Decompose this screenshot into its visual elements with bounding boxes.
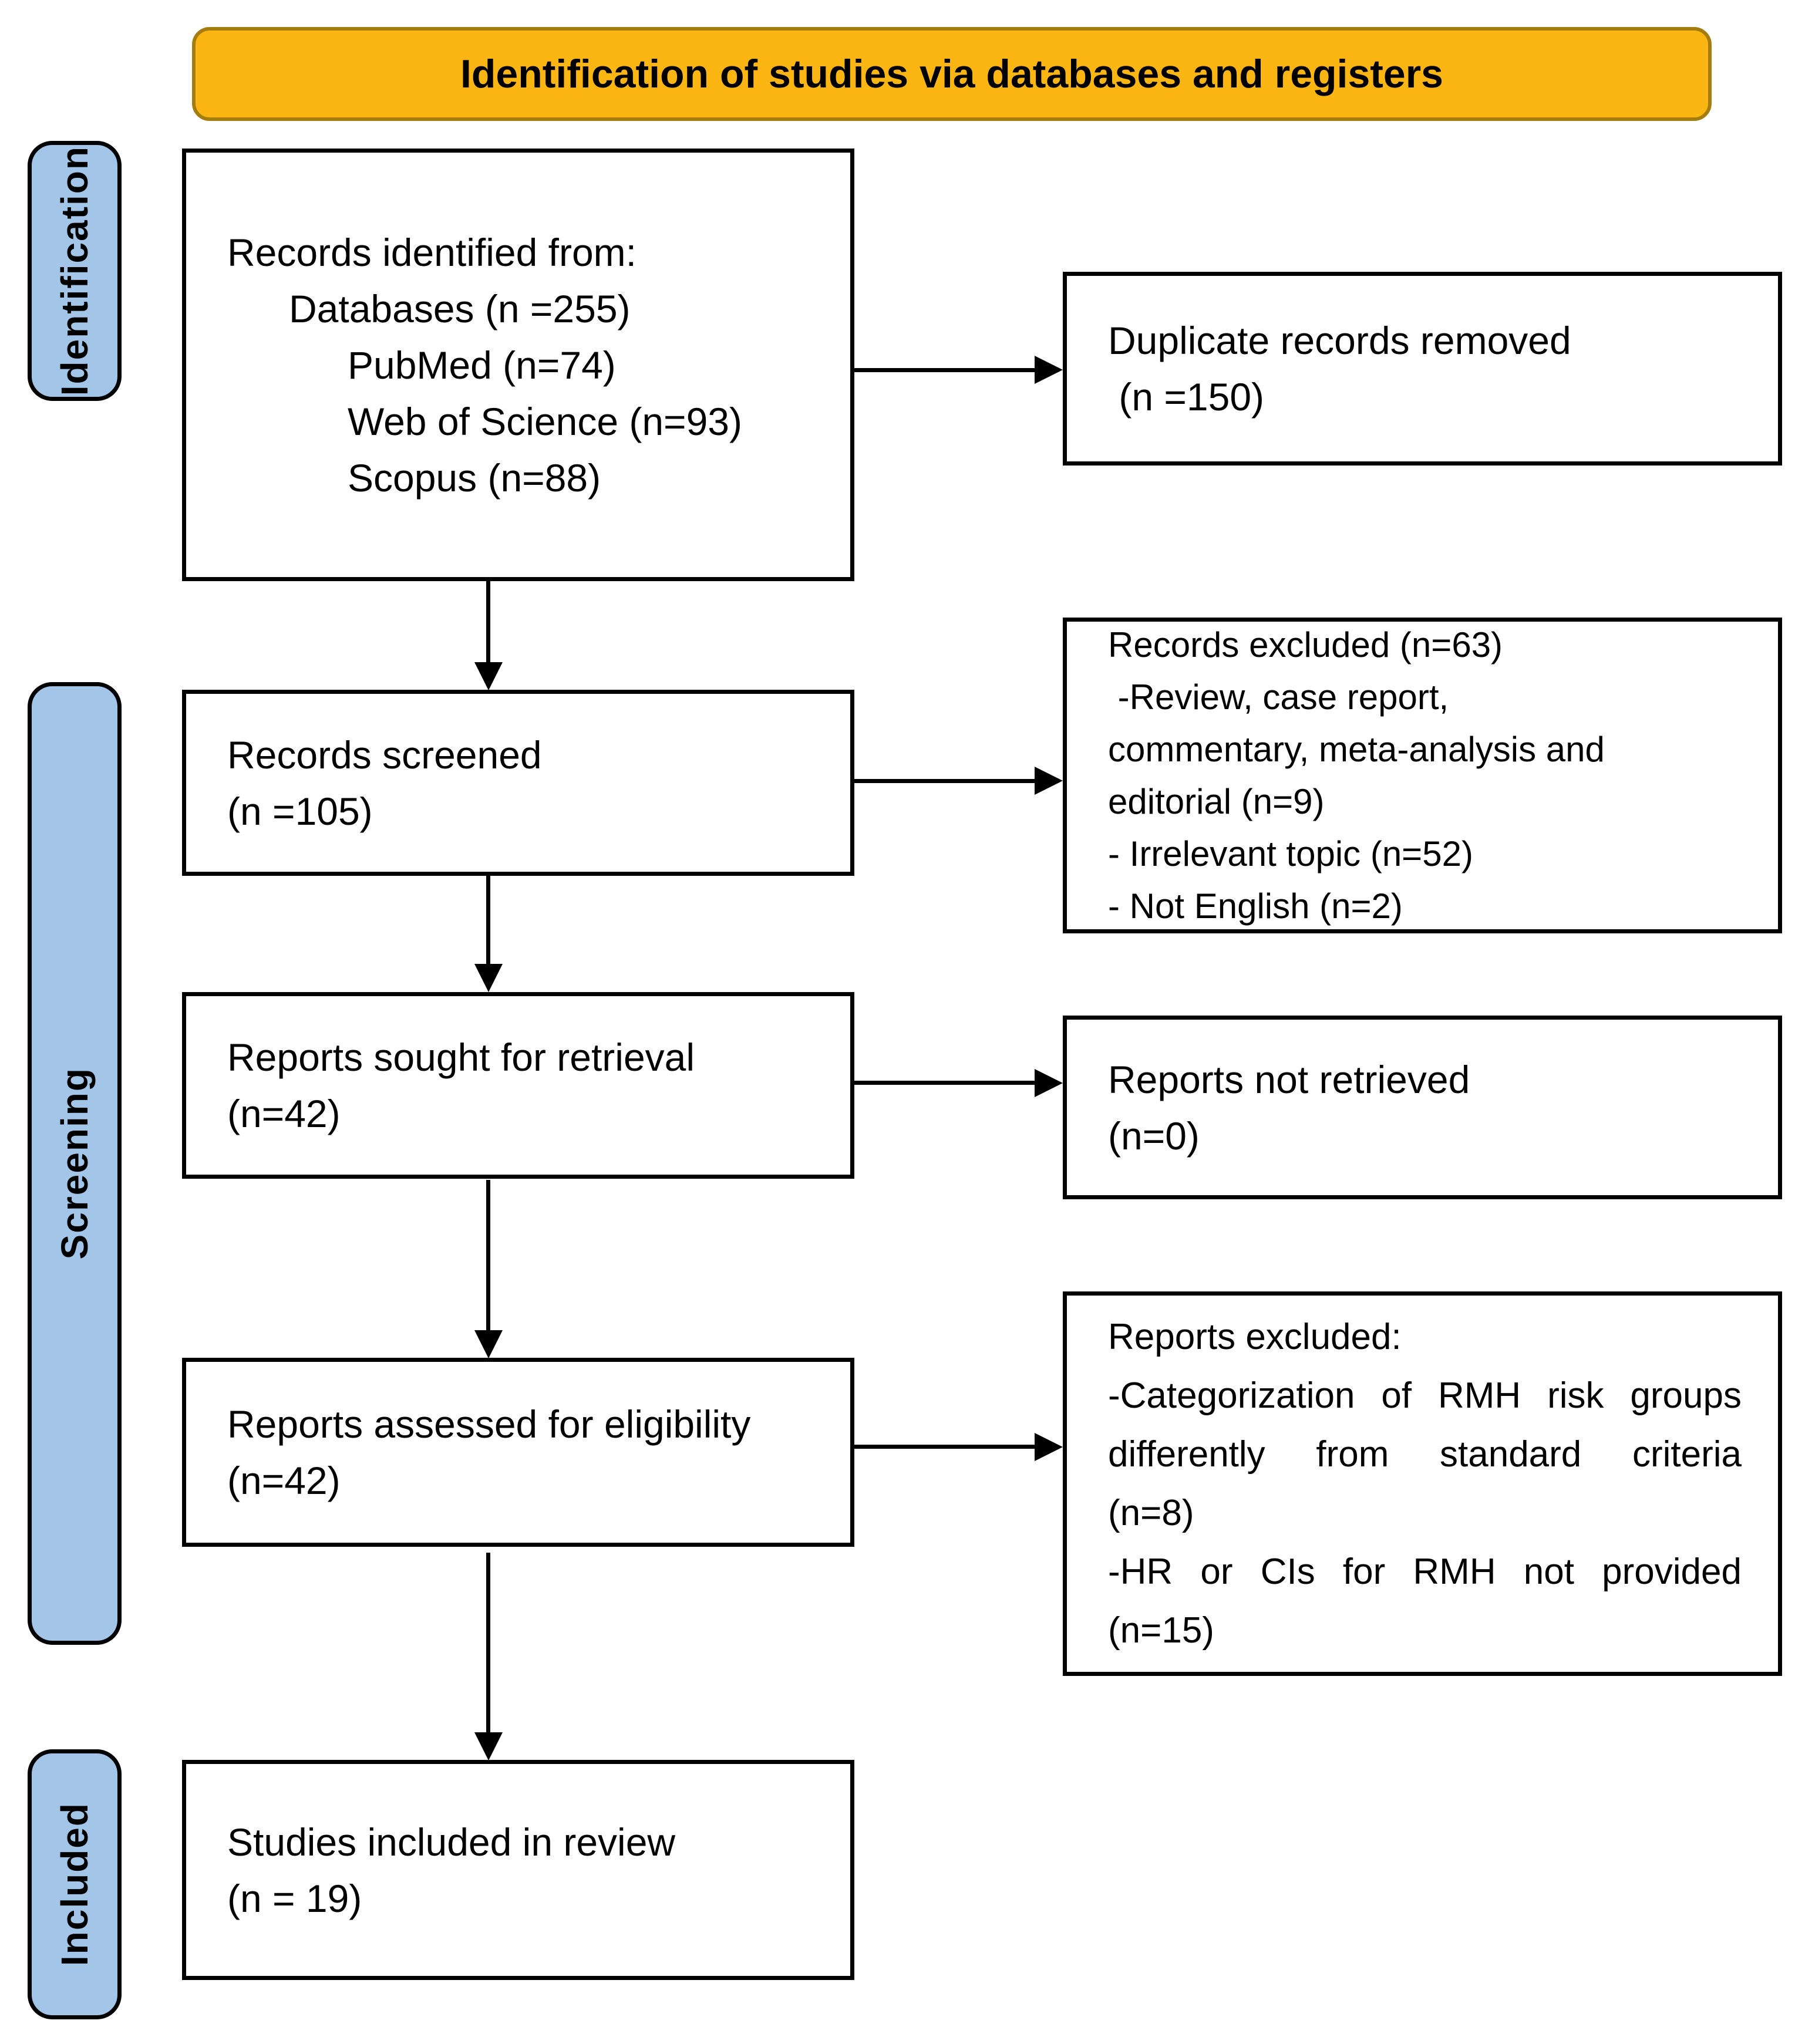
arrow-shaft	[486, 581, 490, 663]
box-duplicates-removed-line: (n =150)	[1108, 375, 1265, 419]
box-reports-excluded: Reports excluded: -Categorization of RMH…	[1063, 1291, 1782, 1676]
arrow-shaft	[854, 779, 1036, 783]
box-reports-assessed-line: (n=42)	[227, 1459, 341, 1502]
box-reports-excluded-line: (n=8)	[1108, 1492, 1194, 1533]
box-reports-excluded-line: differently from standard criteria	[1108, 1434, 1742, 1475]
box-records-screened-line: (n =105)	[227, 789, 373, 833]
stage-included: Included	[28, 1749, 122, 2019]
box-reports-not-retrieved: Reports not retrieved (n=0)	[1063, 1016, 1782, 1199]
box-reports-sought-line: Reports sought for retrieval	[227, 1036, 695, 1079]
box-records-identified-line: Records identified from:	[227, 230, 636, 274]
box-records-identified-line: Databases (n =255)	[289, 286, 631, 330]
banner: Identification of studies via databases …	[192, 27, 1712, 121]
arrow-right-icon	[1035, 767, 1063, 795]
box-records-identified-line: Scopus (n=88)	[348, 456, 601, 500]
arrow-shaft	[486, 1553, 490, 1733]
box-duplicates-removed-line: Duplicate records removed	[1108, 319, 1571, 362]
box-studies-included: Studies included in review (n = 19)	[182, 1760, 854, 1980]
box-reports-assessed-line: Reports assessed for eligibility	[227, 1402, 751, 1446]
stage-identification: Identification	[28, 141, 122, 401]
box-records-excluded-line: -Review, case report,	[1108, 677, 1449, 717]
box-reports-sought-line: (n=42)	[227, 1092, 341, 1135]
arrow-shaft	[854, 368, 1036, 372]
arrow-right-icon	[1035, 1069, 1063, 1097]
arrow-shaft	[486, 1180, 490, 1331]
box-records-excluded-line: commentary, meta-analysis and	[1108, 730, 1605, 769]
box-reports-excluded-line: (n=15)	[1108, 1610, 1214, 1651]
box-reports-excluded-line: Reports excluded:	[1108, 1316, 1402, 1357]
box-records-excluded-line: - Irrelevant topic (n=52)	[1108, 834, 1473, 873]
arrow-right-icon	[1035, 1433, 1063, 1461]
box-studies-included-line: Studies included in review	[227, 1820, 676, 1864]
arrow-down-icon	[474, 662, 503, 690]
stage-screening-label: Screening	[53, 1067, 96, 1260]
box-records-identified-line: PubMed (n=74)	[348, 343, 616, 387]
box-records-screened-line: Records screened	[227, 733, 542, 777]
box-reports-not-retrieved-line: (n=0)	[1108, 1114, 1200, 1158]
box-reports-excluded-line: -Categorization of RMH risk groups	[1108, 1375, 1742, 1416]
arrow-shaft	[854, 1445, 1036, 1449]
box-records-identified: Records identified from: Databases (n =2…	[182, 149, 854, 581]
box-records-excluded-line: Records excluded (n=63)	[1108, 625, 1503, 665]
box-records-excluded-line: editorial (n=9)	[1108, 782, 1325, 821]
box-reports-excluded-line: -HR or CIs for RMH not provided	[1108, 1551, 1742, 1592]
box-studies-included-line: (n = 19)	[227, 1876, 362, 1920]
box-records-excluded-line: - Not English (n=2)	[1108, 886, 1403, 926]
arrow-shaft	[486, 876, 490, 965]
stage-screening: Screening	[28, 682, 122, 1645]
box-duplicates-removed: Duplicate records removed (n =150)	[1063, 272, 1782, 466]
box-reports-assessed: Reports assessed for eligibility (n=42)	[182, 1358, 854, 1547]
box-records-screened: Records screened (n =105)	[182, 690, 854, 876]
arrow-down-icon	[474, 1732, 503, 1760]
box-records-identified-line: Web of Science (n=93)	[348, 399, 742, 443]
arrow-right-icon	[1035, 356, 1063, 384]
arrow-shaft	[854, 1081, 1036, 1085]
arrow-down-icon	[474, 1330, 503, 1358]
box-reports-not-retrieved-line: Reports not retrieved	[1108, 1057, 1470, 1101]
stage-identification-label: Identification	[53, 146, 96, 396]
arrow-down-icon	[474, 964, 503, 992]
banner-title: Identification of studies via databases …	[460, 52, 1444, 96]
box-reports-sought: Reports sought for retrieval (n=42)	[182, 992, 854, 1179]
stage-included-label: Included	[53, 1802, 96, 1967]
box-records-excluded: Records excluded (n=63) -Review, case re…	[1063, 618, 1782, 933]
